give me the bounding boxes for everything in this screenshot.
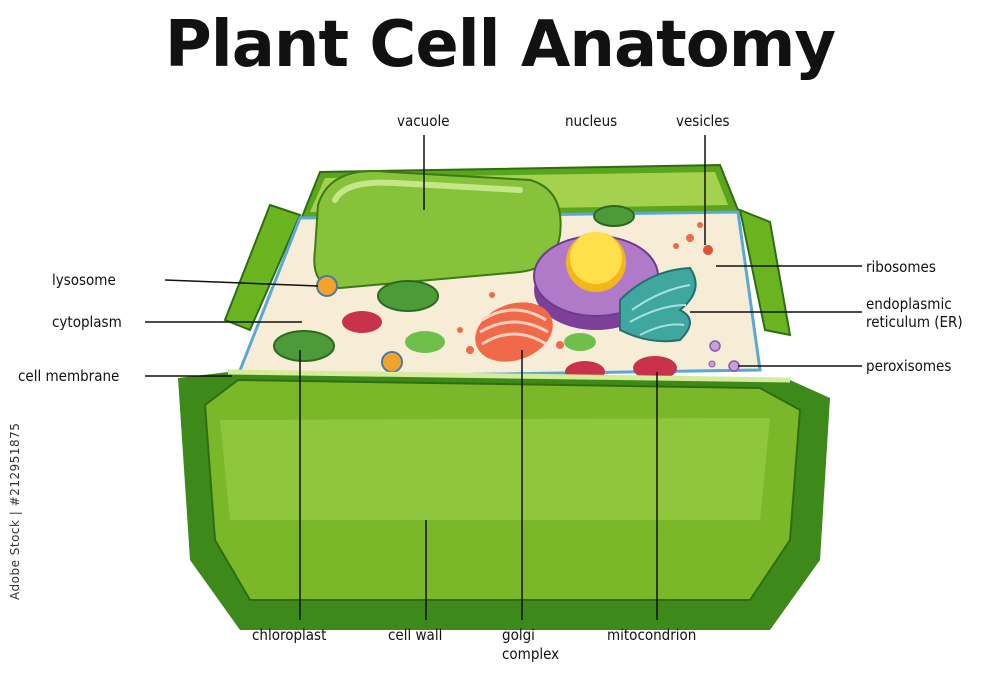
vesicles: [673, 222, 713, 255]
vacuole: [313, 170, 562, 290]
label-ribosomes: ribosomes: [866, 258, 936, 276]
cell-wall-front: [178, 369, 830, 630]
label-nucleus: nucleus: [565, 112, 618, 130]
label-vesicles: vesicles: [676, 112, 730, 130]
stock-id-watermark: Adobe Stock | #212951875: [8, 422, 22, 600]
lysosomes: [316, 275, 403, 373]
endoplasmic-reticulum: [619, 266, 697, 343]
label-cell-membrane: cell membrane: [18, 367, 120, 385]
label-peroxisomes: peroxisomes: [866, 357, 952, 375]
page-title: Plant Cell Anatomy: [164, 8, 836, 82]
label-golgi-line2: complex: [502, 645, 560, 663]
label-vacuole: vacuole: [397, 112, 450, 130]
label-er-line1: endoplasmic: [866, 295, 952, 313]
label-mitocondrion: mitocondrion: [607, 626, 697, 644]
label-lysosome: lysosome: [52, 271, 116, 289]
chloroplasts: [273, 205, 635, 362]
leader-lines: [145, 135, 862, 620]
label-cytoplasm: cytoplasm: [52, 313, 122, 331]
label-golgi-line1: golgi: [502, 626, 535, 644]
label-er-line2: reticulum (ER): [866, 313, 963, 331]
label-chloroplast: chloroplast: [252, 626, 327, 644]
label-cell-wall: cell wall: [388, 626, 443, 644]
golgi-complex: [457, 292, 564, 362]
